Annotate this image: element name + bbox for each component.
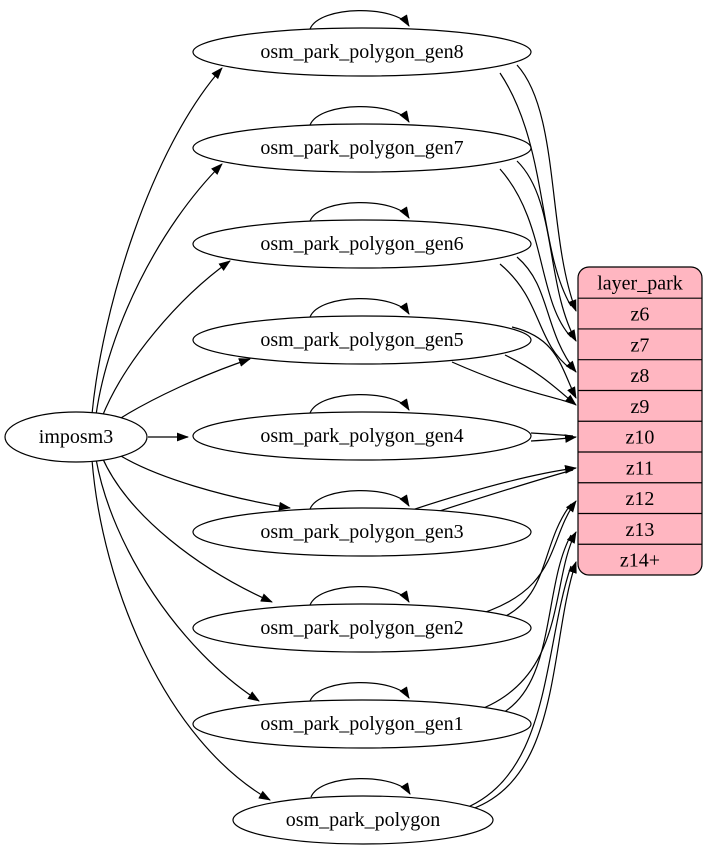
edge-polygon-z14+-strand1 (451, 565, 572, 814)
layer-row-z11: z11 (626, 457, 654, 479)
self-loop-polygon (310, 778, 411, 798)
edge-gen4-z10-strand1 (530, 432, 574, 437)
self-loop-gen6 (309, 202, 410, 222)
edge-gen6-z8 (516, 256, 577, 373)
edge-imposm3-gen3 (115, 452, 291, 511)
node-gen6-label: osm_park_polygon_gen6 (260, 233, 463, 255)
edge-gen1-z13-strand1 (494, 534, 572, 718)
self-loop-gen4 (309, 394, 410, 414)
edge-gen5-z9-strand1 (504, 354, 577, 406)
edge-gen8-z6-strand1 (499, 72, 572, 307)
layer-row-z10: z10 (626, 427, 655, 449)
node-polygon: osm_park_polygon (232, 795, 494, 845)
node-gen8-shape (192, 27, 532, 77)
node-gen2-label: osm_park_polygon_gen2 (260, 617, 463, 639)
node-gen2-shape (192, 603, 532, 653)
edges-layer (91, 10, 577, 814)
nodes-layer: imposm3 osm_park_polygon_gen8 osm_park_pol… (4, 27, 532, 845)
edge-imposm3-polygon (91, 459, 271, 801)
edge-imposm3-gen8 (91, 67, 223, 415)
edge-gen5-z9 (511, 326, 577, 399)
edge-imposm3-gen7 (95, 163, 223, 416)
edge-imposm3-gen6 (101, 260, 231, 418)
node-gen7-shape (192, 123, 532, 173)
edge-polygon-z14+ (471, 561, 577, 810)
layer-row-z8: z8 (631, 365, 650, 387)
node-gen7-label: osm_park_polygon_gen7 (260, 137, 463, 159)
self-loop-gen2 (309, 586, 410, 606)
edge-gen6-z8-strand1 (499, 263, 572, 370)
node-gen8-label: osm_park_polygon_gen8 (260, 41, 463, 63)
edge-gen7-z7-strand1 (499, 168, 572, 338)
node-polygon-shape (232, 795, 494, 845)
layer-park-table-group: layer_park z6 z7 z8 z9 z10 z11 z12 z13 z14+ (577, 266, 703, 576)
edge-gen2-z12-strand1 (494, 503, 572, 622)
node-gen6-shape (192, 219, 532, 269)
node-gen4-label: osm_park_polygon_gen4 (260, 425, 463, 447)
node-gen5-label: osm_park_polygon_gen5 (260, 329, 463, 351)
self-loop-gen1 (309, 682, 410, 702)
node-imposm3: imposm3 (4, 411, 148, 463)
node-gen1: osm_park_polygon_gen1 (192, 699, 532, 749)
node-gen4: osm_park_polygon_gen4 (192, 411, 532, 461)
layer-row-z13: z13 (626, 519, 655, 541)
edge-gen3-z11 (411, 465, 577, 511)
node-gen8: osm_park_polygon_gen8 (192, 27, 532, 77)
node-gen2: osm_park_polygon_gen2 (192, 603, 532, 653)
edge-imposm3-gen2 (101, 456, 273, 603)
layer-row-z9: z9 (631, 396, 650, 418)
node-gen3: osm_park_polygon_gen3 (192, 507, 532, 557)
node-gen4-shape (192, 411, 532, 461)
layer-row-z14plus: z14+ (620, 550, 660, 572)
edge-gen7-z7 (516, 160, 577, 342)
edge-gen3-z11-strand1 (423, 469, 574, 517)
edge-imposm3-gen5 (115, 358, 251, 422)
node-gen7: osm_park_polygon_gen7 (192, 123, 532, 173)
node-gen6: osm_park_polygon_gen6 (192, 219, 532, 269)
node-imposm3-label: imposm3 (39, 426, 113, 448)
layer-row-z6: z6 (631, 304, 650, 326)
edge-gen1-z13 (469, 531, 577, 714)
self-loop-gen3 (309, 490, 410, 510)
node-gen1-label: osm_park_polygon_gen1 (260, 713, 463, 735)
node-gen3-shape (192, 507, 532, 557)
node-imposm3-shape (4, 411, 148, 463)
layer-row-z7: z7 (631, 334, 650, 356)
node-gen5-shape (192, 315, 532, 365)
layer-row-z12: z12 (626, 488, 655, 510)
node-gen3-label: osm_park_polygon_gen3 (260, 521, 463, 543)
self-loop-gen5 (309, 298, 410, 318)
node-polygon-label: osm_park_polygon (286, 809, 440, 831)
node-gen5: osm_park_polygon_gen5 (192, 315, 532, 365)
layer-park-title: layer_park (597, 273, 683, 295)
node-gen1-shape (192, 699, 532, 749)
edge-gen8-z6 (516, 64, 577, 312)
edge-imposm3-gen1 (95, 458, 260, 702)
self-loop-gen8 (309, 10, 410, 30)
edge-gen2-z12 (469, 500, 577, 618)
edge-gen5-z9-strand2 (451, 361, 572, 404)
edge-gen4-z10 (530, 434, 577, 443)
self-loop-gen7 (309, 106, 410, 126)
